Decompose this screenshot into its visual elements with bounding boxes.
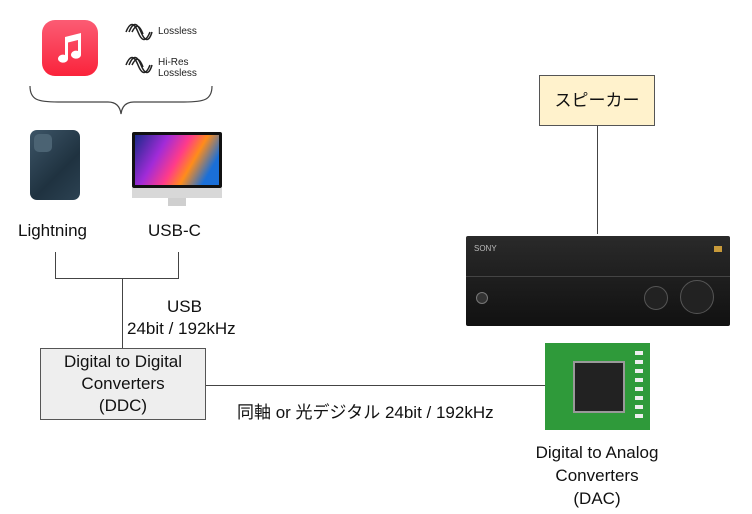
lightning-label: Lightning (18, 221, 88, 240)
usbc-label: USB-C (148, 221, 201, 240)
speaker-line (597, 126, 598, 234)
speaker-label: スピーカー (554, 90, 640, 110)
digital-connector-line (206, 385, 546, 386)
dac-label: Digital to Analog Converters (DAC) (536, 441, 659, 510)
hires-label-1: Hi-Res (158, 57, 189, 68)
dac-line-1: Digital to Analog (535, 443, 659, 462)
hires-label-2: Lossless (158, 68, 197, 79)
ddc-line-3: (DDC) (98, 396, 148, 415)
av-receiver-image: SONY (466, 236, 730, 326)
ddc-line-2: Converters (81, 374, 165, 393)
connector-line (55, 252, 56, 278)
iphone-image (30, 130, 80, 200)
speaker-box: スピーカー (539, 75, 655, 126)
connector-line (122, 278, 123, 348)
imac-stand (168, 198, 186, 206)
imac-image (132, 132, 222, 188)
brace (29, 85, 213, 115)
dac-line-3: (DAC) (573, 489, 621, 508)
lossless-label: Lossless (158, 26, 197, 37)
ddc-line-1: Digital to Digital (63, 352, 183, 371)
apple-music-icon (42, 20, 98, 76)
digital-link-label: 同軸 or 光デジタル 24bit / 192kHz (237, 403, 494, 422)
usb-label: USB (167, 297, 202, 316)
dac-line-2: Converters (555, 466, 639, 485)
connector-line (178, 252, 179, 278)
hires-wave-icon (124, 55, 154, 80)
dac-chip-image (545, 343, 650, 430)
imac-chin (132, 188, 222, 198)
ddc-box: Digital to Digital Converters (DDC) (40, 348, 206, 420)
lossless-wave-icon (124, 22, 154, 47)
usb-spec-label: 24bit / 192kHz (127, 319, 236, 338)
receiver-brand: SONY (474, 244, 497, 253)
connector-line (55, 278, 179, 279)
